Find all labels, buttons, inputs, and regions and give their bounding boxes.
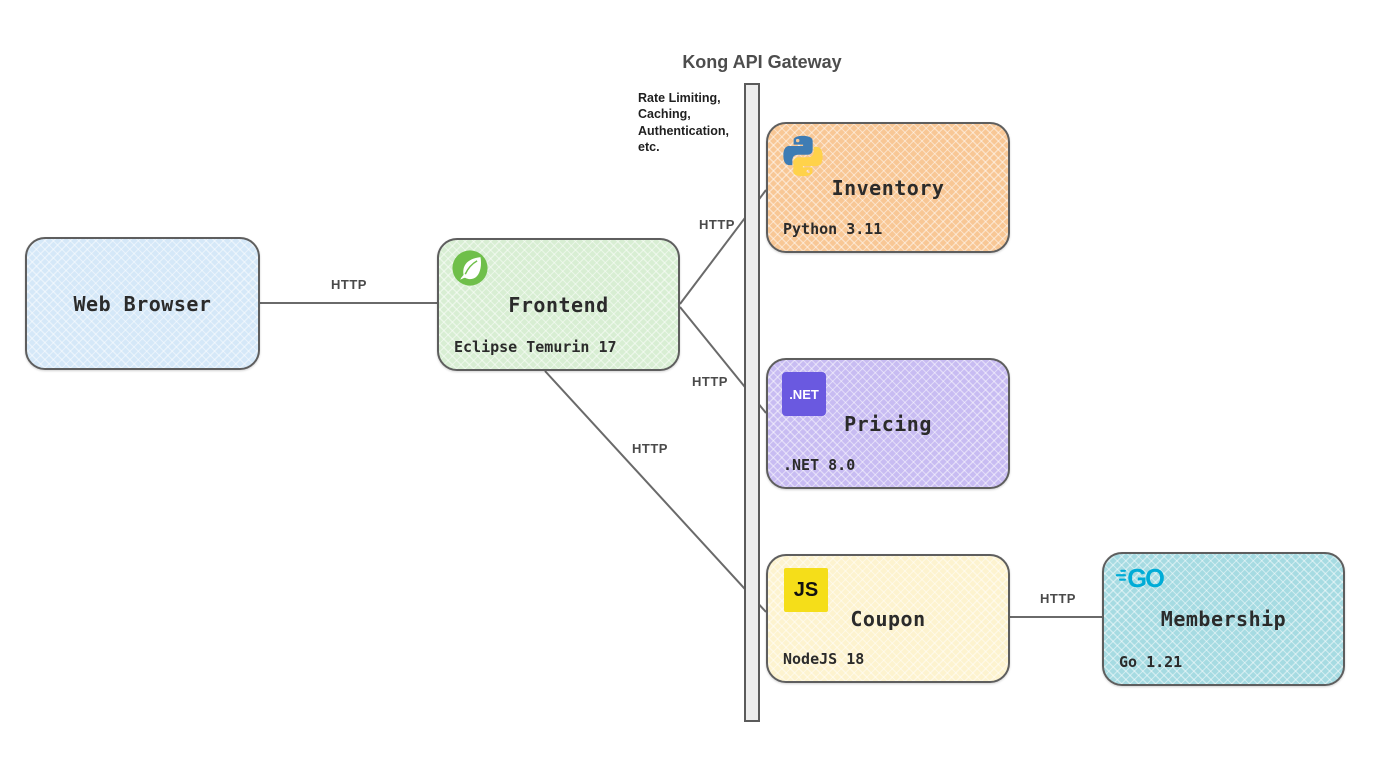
node-runtime: NodeJS 18 (783, 650, 865, 668)
node-label: Web Browser (73, 291, 212, 316)
edge-label-http-frontend-pricing: HTTP (692, 374, 728, 389)
node-inventory: Inventory Python 3.11 (766, 122, 1010, 253)
edge-label-http-coupon-membership: HTTP (1040, 591, 1076, 606)
edge-frontend-coupon (544, 370, 767, 613)
node-web-browser: Web Browser (25, 237, 260, 370)
node-label: Coupon (850, 606, 926, 631)
node-membership: GO Membership Go 1.21 (1102, 552, 1345, 686)
node-runtime: Go 1.21 (1119, 653, 1183, 671)
svg-text:GO: GO (1127, 565, 1164, 592)
edge-label-http-browser-frontend: HTTP (331, 277, 367, 292)
python-icon (780, 133, 826, 184)
edge-label-http-frontend-coupon: HTTP (632, 441, 668, 456)
go-icon: GO (1115, 564, 1179, 597)
node-label: Frontend (508, 292, 609, 317)
node-runtime: .NET 8.0 (783, 456, 856, 474)
node-runtime: Python 3.11 (783, 220, 883, 238)
javascript-icon: JS (784, 568, 828, 612)
gateway-title: Kong API Gateway (682, 52, 842, 72)
node-label: Inventory (831, 175, 945, 200)
node-label: Membership (1160, 607, 1287, 631)
spring-leaf-icon (451, 249, 489, 292)
node-pricing: .NET Pricing .NET 8.0 (766, 358, 1010, 489)
node-frontend: Frontend Eclipse Temurin 17 (437, 238, 680, 371)
node-label: Pricing (844, 411, 932, 436)
node-coupon: JS Coupon NodeJS 18 (766, 554, 1010, 683)
edge-label-http-frontend-inventory: HTTP (699, 217, 735, 232)
dotnet-icon: .NET (782, 372, 826, 416)
gateway-annotation: Rate Limiting, Caching, Authentication, … (638, 91, 729, 154)
node-runtime: Eclipse Temurin 17 (454, 338, 617, 356)
gateway-bar (744, 83, 760, 722)
